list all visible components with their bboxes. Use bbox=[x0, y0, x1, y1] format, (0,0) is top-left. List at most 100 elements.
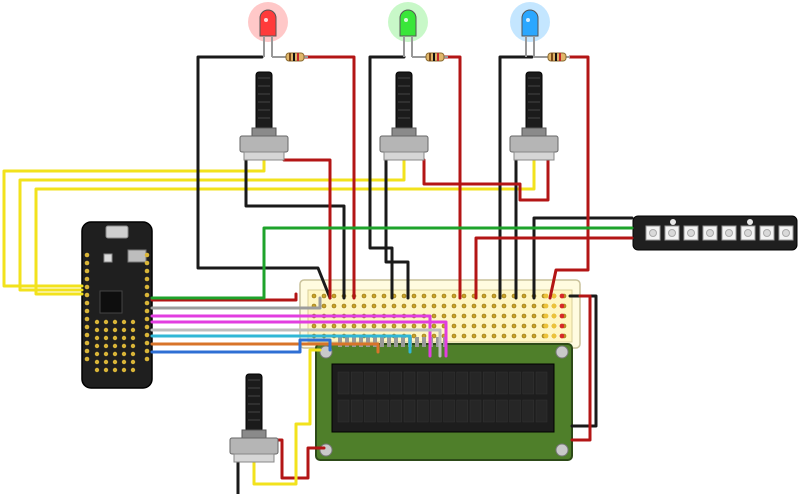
breadboard-hole bbox=[461, 323, 467, 329]
feather-pin-right bbox=[144, 276, 150, 282]
battery-connector bbox=[127, 249, 147, 263]
breadboard-pad bbox=[559, 293, 565, 299]
mount-hole bbox=[670, 219, 676, 225]
feather-proto-pad bbox=[121, 335, 127, 341]
feather-pin-right bbox=[144, 300, 150, 306]
wire-red bbox=[150, 292, 298, 302]
wire-green bbox=[150, 226, 634, 300]
breadboard-hole bbox=[401, 293, 407, 299]
lcd-pin bbox=[338, 337, 342, 347]
lcd-cell bbox=[522, 371, 535, 395]
breadboard-pad bbox=[543, 303, 549, 309]
feather-proto-pad bbox=[112, 319, 118, 325]
pot-2 bbox=[379, 71, 429, 161]
lcd-cell bbox=[430, 399, 442, 423]
feather-pin-left bbox=[84, 340, 90, 346]
lcd-cell bbox=[403, 399, 416, 423]
feather-proto-pad bbox=[112, 327, 118, 333]
breadboard-pad bbox=[551, 323, 557, 329]
breadboard-hole bbox=[361, 303, 367, 309]
led-body bbox=[399, 9, 417, 37]
feather-proto-pad bbox=[112, 335, 118, 341]
neopixel-led-lens bbox=[763, 229, 771, 237]
breadboard-hole bbox=[411, 293, 417, 299]
lcd-cell bbox=[337, 399, 350, 423]
feather-proto-pad bbox=[130, 359, 136, 365]
breadboard-hole bbox=[501, 323, 507, 329]
breadboard-pad bbox=[559, 313, 565, 319]
feather-proto-pad bbox=[112, 351, 118, 357]
lcd-cell bbox=[535, 371, 548, 395]
lcd-cell bbox=[390, 371, 403, 395]
feather-proto-pad bbox=[103, 343, 109, 349]
breadboard-hole bbox=[431, 303, 437, 309]
breadboard-hole bbox=[391, 323, 397, 329]
neopixel-stick bbox=[632, 215, 798, 251]
breadboard-pad bbox=[551, 333, 557, 339]
feather-pin-left bbox=[84, 348, 90, 354]
breadboard-hole bbox=[421, 323, 427, 329]
breadboard-hole bbox=[431, 293, 437, 299]
pot-contrast bbox=[229, 373, 279, 463]
lcd-pin bbox=[366, 337, 370, 347]
chip bbox=[99, 290, 123, 314]
lcd-cell bbox=[350, 399, 363, 423]
feather-proto-pad bbox=[103, 351, 109, 357]
feather-board bbox=[81, 221, 153, 389]
pot-shaft bbox=[255, 71, 273, 131]
wire-red bbox=[298, 55, 356, 300]
breadboard-hole bbox=[501, 333, 507, 339]
breadboard-hole bbox=[491, 303, 497, 309]
breadboard-hole bbox=[381, 303, 387, 309]
feather-proto-pad bbox=[121, 367, 127, 373]
neopixel-led-lens bbox=[725, 229, 733, 237]
breadboard-hole bbox=[501, 303, 507, 309]
led-body bbox=[521, 9, 539, 37]
breadboard-hole bbox=[331, 303, 337, 309]
reset-button bbox=[103, 253, 113, 263]
feather-pin-right bbox=[144, 356, 150, 362]
pot-3 bbox=[509, 71, 559, 161]
lcd-pin bbox=[422, 337, 426, 347]
breadboard-hole bbox=[331, 323, 337, 329]
pot-body bbox=[379, 135, 429, 153]
resistor bbox=[272, 52, 308, 62]
breadboard-hole bbox=[441, 303, 447, 309]
lcd-cell bbox=[496, 399, 508, 423]
lcd-pin bbox=[380, 337, 384, 347]
wires bbox=[2, 55, 634, 494]
feather-proto-pad bbox=[121, 359, 127, 365]
feather-pin-right bbox=[144, 316, 150, 322]
feather-pin-right bbox=[144, 292, 150, 298]
feather-pin-right bbox=[144, 348, 150, 354]
feather-proto-pad bbox=[94, 343, 100, 349]
feather-pin-left bbox=[84, 308, 90, 314]
wire-black bbox=[532, 216, 634, 300]
breadboard-hole bbox=[471, 313, 477, 319]
resistor bbox=[534, 52, 570, 62]
breadboard-hole bbox=[331, 293, 337, 299]
lcd-cell bbox=[496, 371, 508, 395]
feather-pin-left bbox=[84, 276, 90, 282]
wire-white bbox=[150, 328, 442, 358]
pot-body bbox=[239, 135, 289, 153]
lcd-cell bbox=[482, 371, 495, 395]
wire-cyan bbox=[150, 334, 412, 354]
breadboard-hole bbox=[531, 333, 537, 339]
wire-black bbox=[196, 55, 332, 300]
lcd-cell bbox=[469, 371, 482, 395]
breadboard-hole bbox=[351, 323, 357, 329]
feather-proto-pad bbox=[130, 319, 136, 325]
lcd-cell bbox=[443, 399, 455, 423]
breadboard-hole bbox=[471, 323, 477, 329]
feather-proto-pad bbox=[94, 367, 100, 373]
breadboard-hole bbox=[311, 293, 317, 299]
breadboard-hole bbox=[481, 303, 487, 309]
breadboard-hole bbox=[491, 333, 497, 339]
feather-proto-pad bbox=[94, 359, 100, 365]
lcd-cell bbox=[364, 371, 376, 395]
pot-base bbox=[383, 151, 425, 161]
feather-proto-pad bbox=[121, 327, 127, 333]
breadboard-hole bbox=[321, 293, 327, 299]
